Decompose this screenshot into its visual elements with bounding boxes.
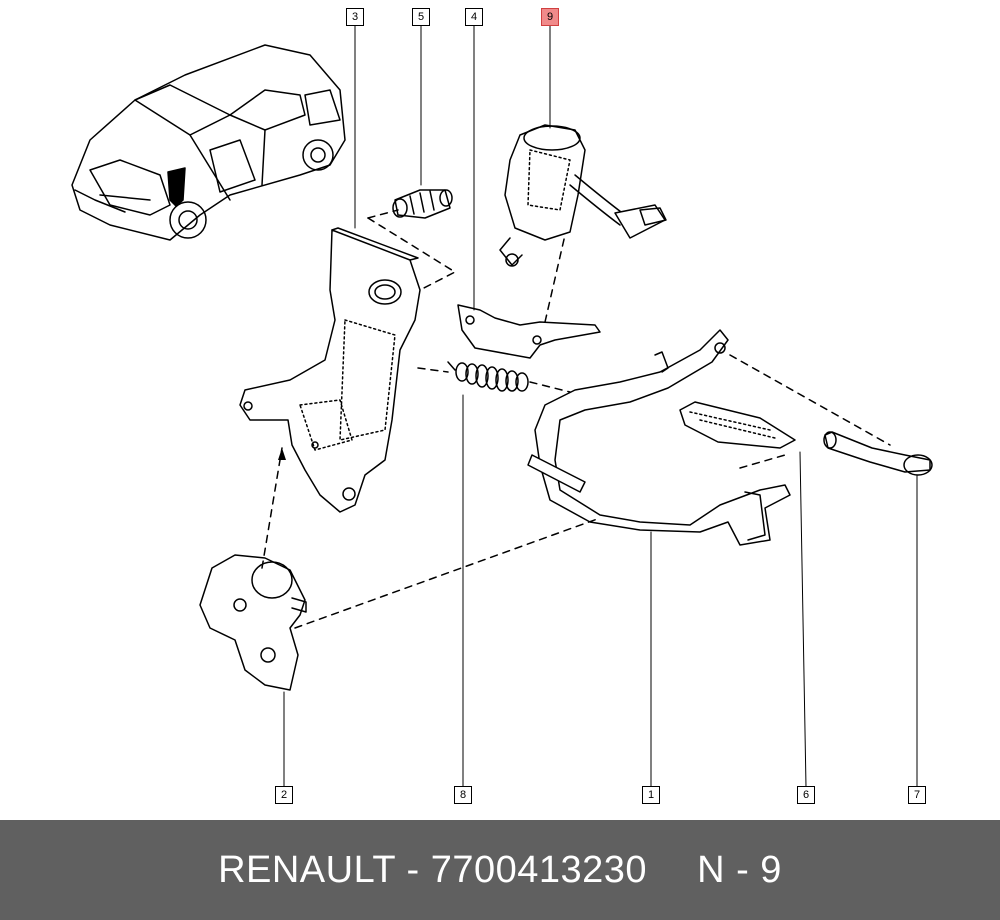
brand-name: RENAULT	[218, 848, 396, 891]
part-4-mount-bracket	[457, 304, 601, 359]
part-6-pedal-pad	[679, 401, 796, 449]
callout-2[interactable]: 2	[275, 786, 293, 804]
exploded-parts-diagram	[71, 25, 933, 788]
part-1-pedal-arm	[527, 329, 791, 546]
leader-lines	[283, 25, 918, 788]
diagram-reference: N - 9	[697, 848, 782, 891]
part-2-lower-bracket	[199, 554, 307, 691]
callout-9-highlighted[interactable]: 9	[541, 8, 559, 26]
part-7-rod	[823, 431, 933, 476]
arrow-head	[278, 448, 286, 460]
part-8-spring	[447, 361, 529, 392]
assembly-lines	[261, 209, 891, 629]
part-9-sensor	[499, 124, 667, 267]
part-3-bracket	[239, 227, 421, 513]
callout-5[interactable]: 5	[412, 8, 430, 26]
callout-3[interactable]: 3	[346, 8, 364, 26]
separator: -	[406, 848, 420, 891]
callout-8[interactable]: 8	[454, 786, 472, 804]
part-number: 7700413230	[430, 848, 648, 891]
vehicle-illustration	[71, 44, 346, 241]
callout-7[interactable]: 7	[908, 786, 926, 804]
part-5-bushing	[392, 189, 453, 219]
part-info-footer: RENAULT - 7700413230 N - 9	[0, 820, 1000, 920]
callout-1[interactable]: 1	[642, 786, 660, 804]
part-label: RENAULT - 7700413230	[218, 849, 647, 892]
callout-6[interactable]: 6	[797, 786, 815, 804]
callout-4[interactable]: 4	[465, 8, 483, 26]
